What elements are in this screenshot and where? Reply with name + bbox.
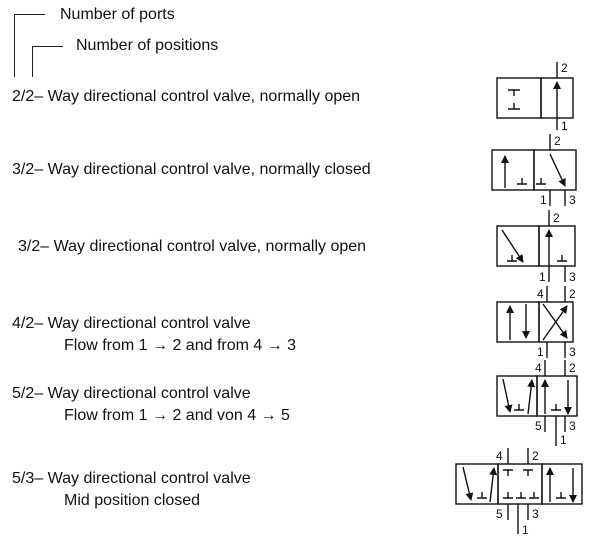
valve-row-5-3: 5/3– Way directional control valve Mid p…: [12, 468, 251, 512]
valve-row-3-2-nc: 3/2– Way directional control valve, norm…: [12, 159, 371, 181]
port-label: 4: [535, 361, 542, 375]
port-label: 1: [561, 119, 568, 133]
valve-desc: – Way directional control valve: [34, 315, 251, 332]
valve-code: 5/2: [12, 385, 35, 402]
port-label: 1: [560, 433, 567, 447]
positions-bracket: [32, 46, 63, 77]
port-label: 1: [522, 523, 529, 537]
valve-desc: – Way directional control valve: [34, 470, 251, 487]
valve-mid-note: Mid position closed: [64, 492, 201, 509]
port-label: 4: [537, 287, 544, 301]
port-label: 2: [553, 211, 560, 225]
valve-code: 4/2: [12, 315, 35, 332]
port-label: 5: [496, 507, 503, 521]
symbol-2-2-normally-open: 2 1: [496, 61, 574, 133]
port-label: 2: [561, 61, 568, 75]
valve-row-4-2: 4/2– Way directional control valve Flow …: [12, 313, 296, 357]
port-label: 4: [496, 449, 503, 463]
port-label: 2: [569, 361, 576, 375]
valve-row-5-2: 5/2– Way directional control valve Flow …: [12, 383, 290, 427]
ports-bracket: [14, 14, 45, 77]
valve-flow-note: Flow from 1 → 2 and von 4 → 5: [64, 407, 290, 424]
port-label: 3: [569, 419, 576, 433]
valve-code: 3/2: [18, 238, 41, 255]
positions-label: Number of positions: [76, 37, 219, 54]
valve-desc: – Way directional control valve: [34, 385, 251, 402]
port-label: 1: [539, 270, 546, 284]
valve-code: 5/3: [12, 470, 35, 487]
valve-row-3-2-no: 3/2– Way directional control valve, norm…: [18, 236, 366, 258]
port-label: 3: [569, 270, 576, 284]
valve-desc: – Way directional control valve, normall…: [34, 161, 371, 178]
valve-row-2-2-no: 2/2– Way directional control valve, norm…: [12, 86, 360, 108]
symbol-3-2-normally-open: 2 1 3: [496, 210, 576, 284]
ports-label: Number of ports: [60, 6, 175, 23]
valve-desc: – Way directional control valve, normall…: [40, 238, 367, 255]
port-label: 2: [554, 134, 561, 148]
valve-code: 3/2: [12, 161, 35, 178]
port-label: 5: [535, 419, 542, 433]
symbol-3-2-normally-closed: 2 1 3: [491, 134, 577, 207]
port-label: 2: [569, 287, 576, 301]
symbol-5-2: 4 2 5 3 1: [496, 360, 578, 447]
port-label: 3: [569, 193, 576, 207]
valve-flow-note: Flow from 1 → 2 and from 4 → 3: [64, 337, 297, 354]
port-label: 1: [537, 345, 544, 359]
port-label: 1: [540, 193, 547, 207]
symbol-5-3: 4 2 5 3 1: [455, 448, 583, 537]
port-label: 3: [532, 507, 539, 521]
valve-code: 2/2: [12, 88, 35, 105]
port-label: 3: [569, 345, 576, 359]
valve-desc: – Way directional control valve, normall…: [34, 88, 361, 105]
symbol-4-2: 4 2 1 3: [496, 286, 576, 359]
port-label: 2: [532, 449, 539, 463]
